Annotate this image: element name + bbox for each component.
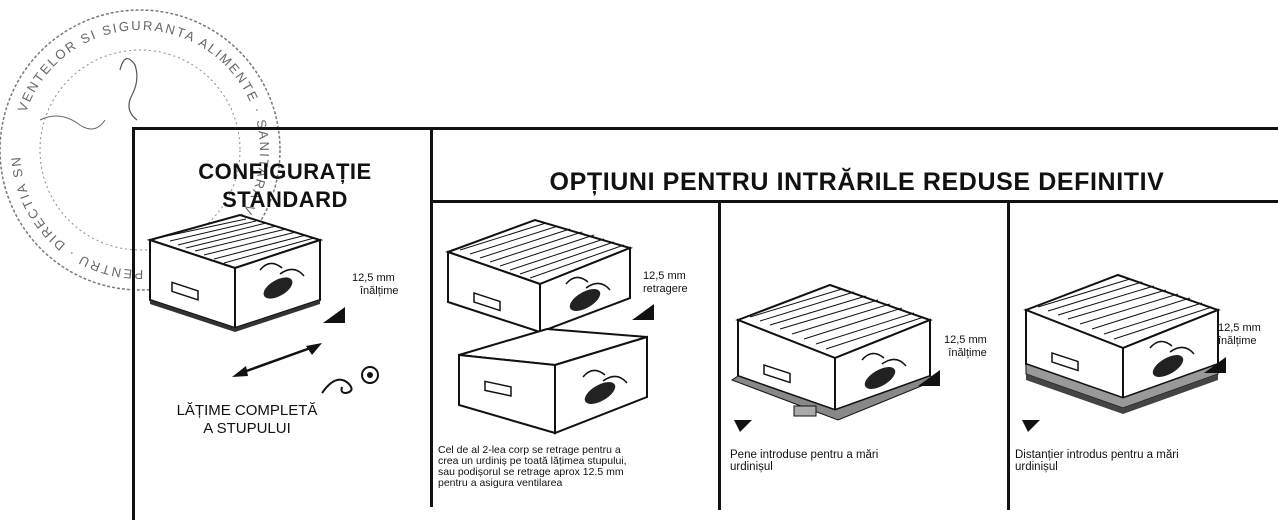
standard-caption: LĂȚIME COMPLETĂ A STUPULUI xyxy=(176,402,318,437)
arrow-up-standard xyxy=(323,307,345,323)
hive-panel-2 xyxy=(730,283,938,421)
arrow-up-panel-1 xyxy=(632,304,654,320)
hive-panel-3 xyxy=(1023,273,1221,414)
panel-2-measure: 12,5 mm înălțime xyxy=(944,334,987,359)
arrow-up-panel-2 xyxy=(918,370,940,386)
width-arrow-icon xyxy=(232,343,322,377)
panel-2-caption: Pene introduse pentru a mări urdinișul xyxy=(730,449,879,473)
panel-3-caption: Distanțier introdus pentru a mări urdini… xyxy=(1015,449,1179,473)
standard-title: CONFIGURAȚIE STANDARD xyxy=(198,159,372,212)
arrow-down-panel-2 xyxy=(734,420,752,432)
standard-measure: 12,5 mm înălțime xyxy=(352,272,399,297)
hive-panel-1-top xyxy=(445,218,634,334)
swirl-icon xyxy=(321,366,379,395)
divider-panel-1 xyxy=(718,200,721,510)
arrow-up-panel-3 xyxy=(1204,357,1226,373)
panel-1-caption: Cel de al 2-lea corp se retrage pentru a… xyxy=(438,444,627,489)
panel-1-measure: 12,5 mm retragere xyxy=(643,270,688,295)
divider-main xyxy=(430,127,433,507)
divider-panel-2 xyxy=(1007,200,1010,510)
hive-standard xyxy=(146,213,324,332)
hive-panel-1-bottom xyxy=(458,327,648,435)
panel-3-measure: 12,5 mm înălțime xyxy=(1218,322,1261,347)
options-title: OPȚIUNI PENTRU INTRĂRILE REDUSE DEFINITI… xyxy=(549,168,1165,196)
divider-header xyxy=(430,200,1278,203)
diagram-frame xyxy=(132,127,1278,520)
arrow-down-panel-3 xyxy=(1022,420,1040,432)
